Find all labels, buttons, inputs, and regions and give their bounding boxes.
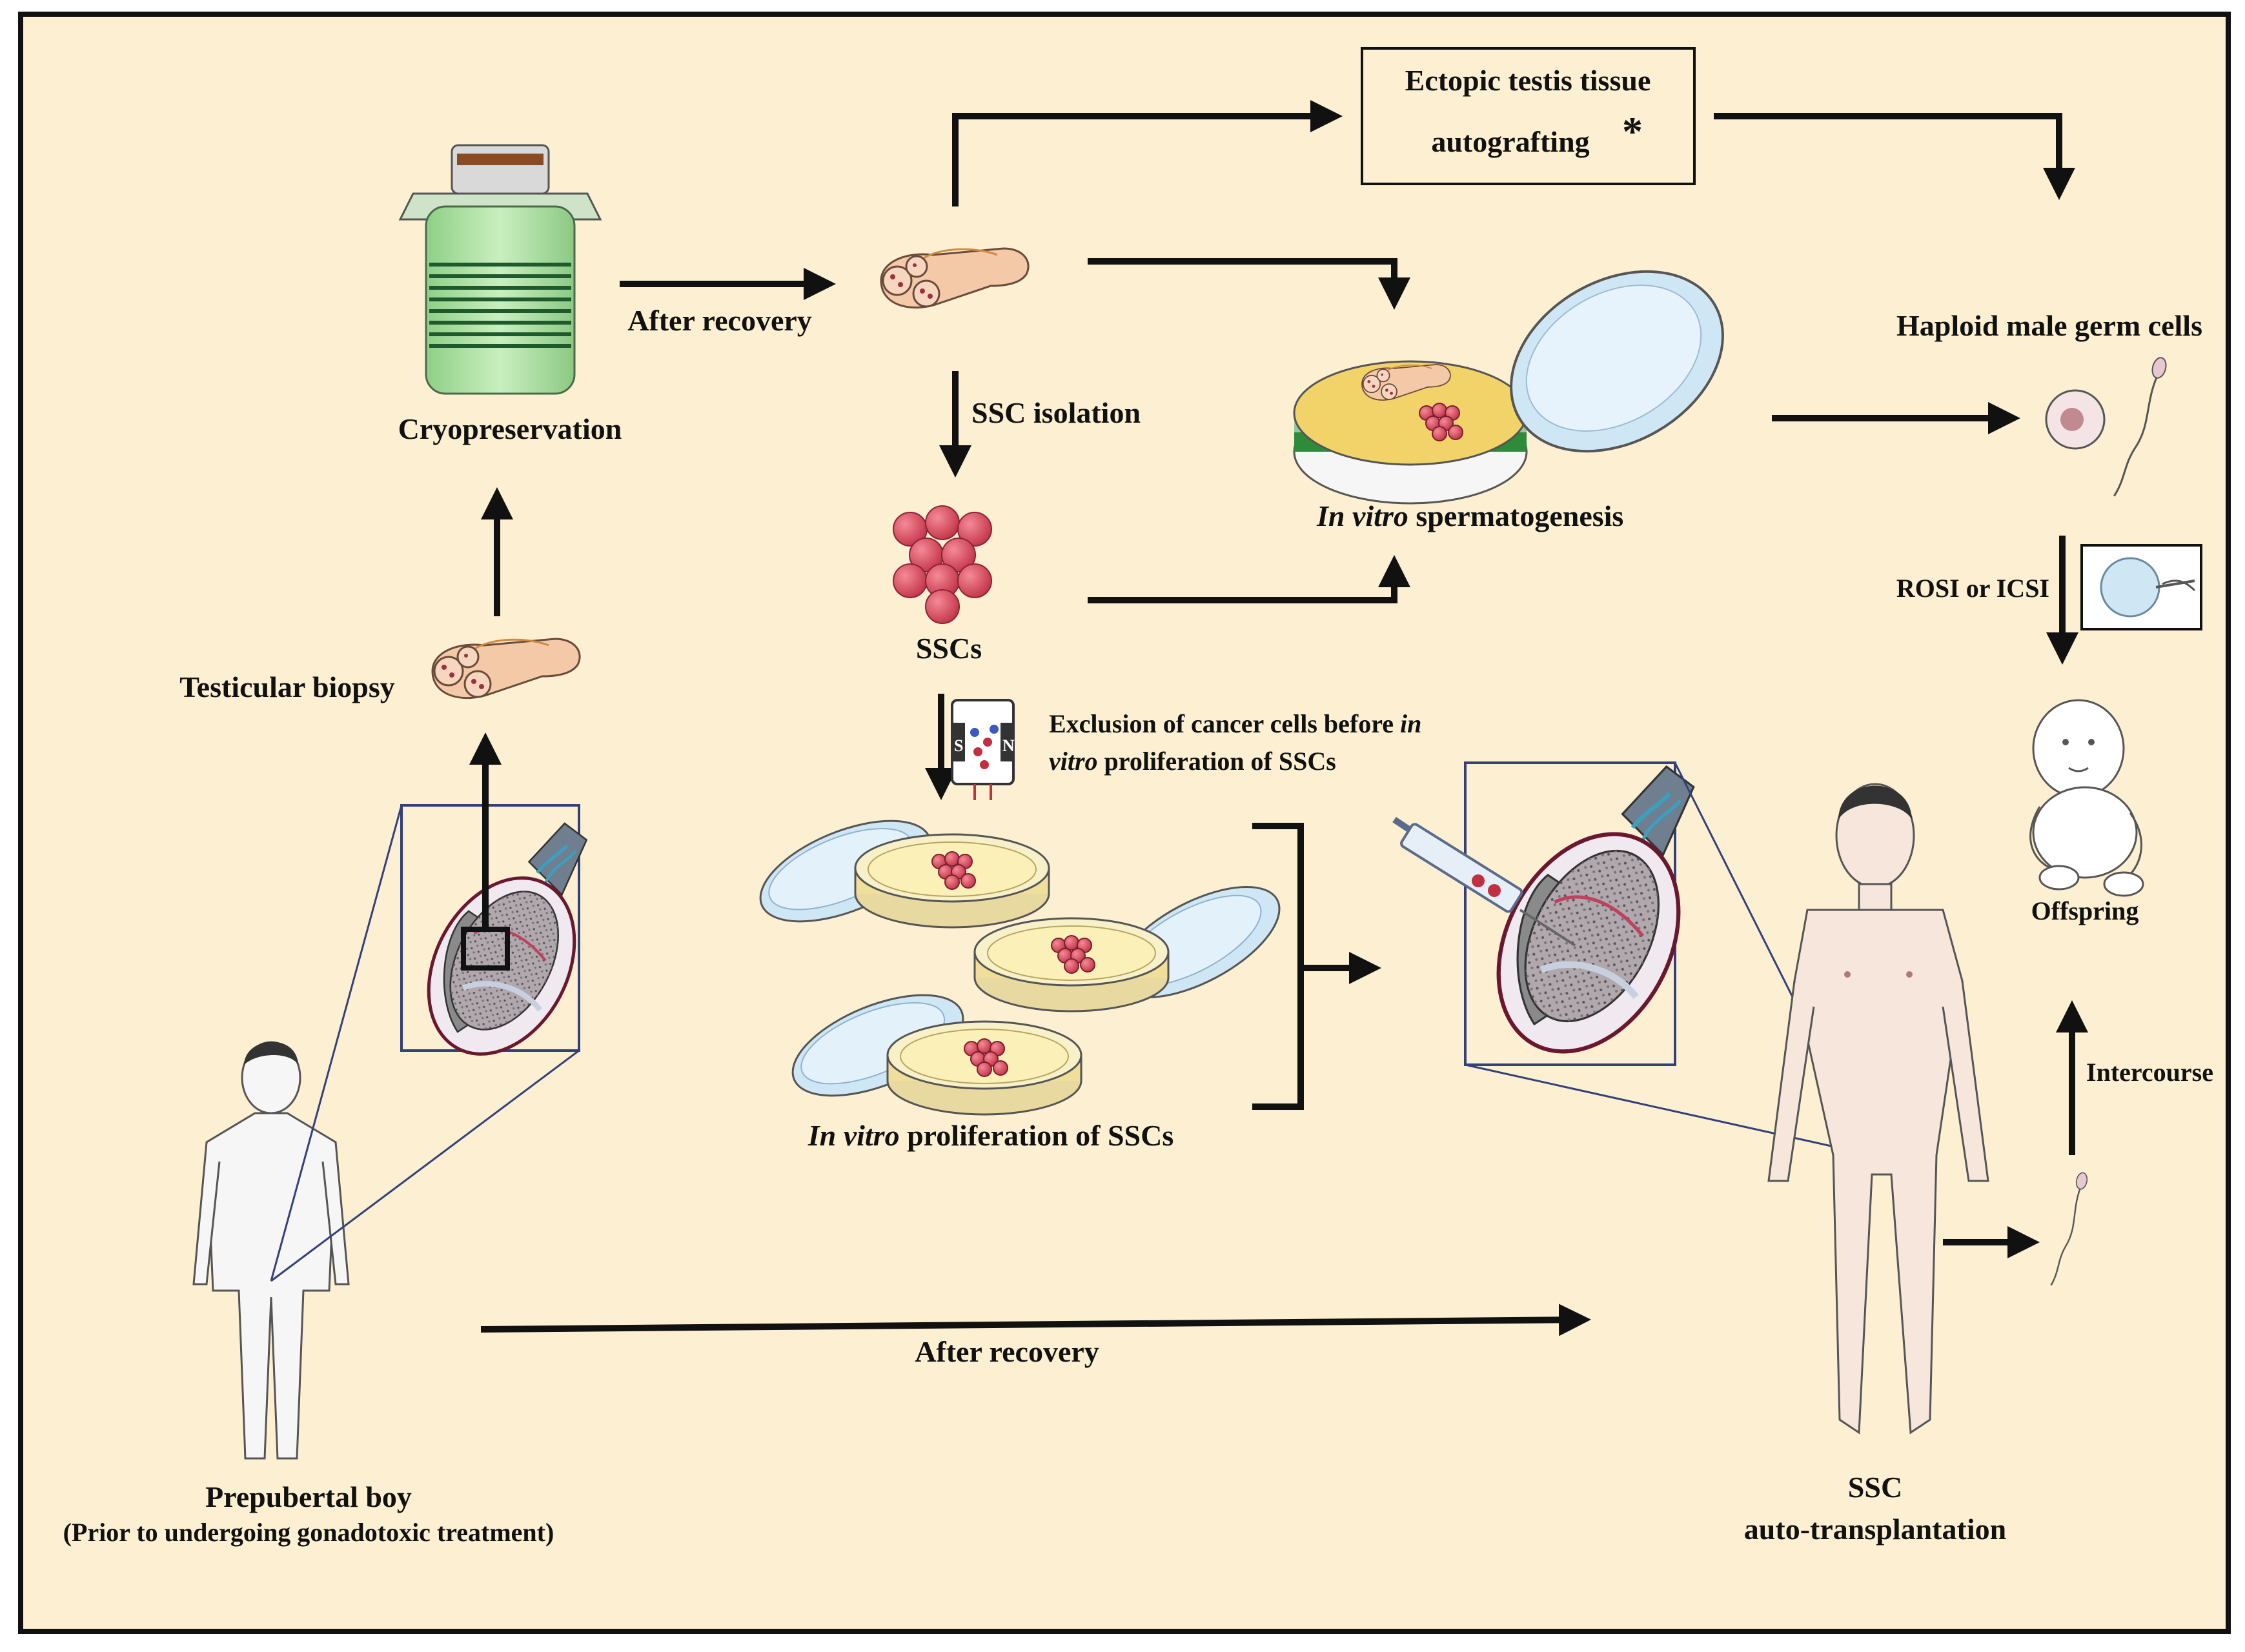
sscs-label: SSCs — [916, 632, 982, 665]
testicular-biopsy-label: Testicular biopsy — [179, 670, 395, 703]
cryopreservation-label: Cryopreservation — [398, 412, 622, 445]
tissue-to-ivs-arrow — [1088, 258, 1410, 310]
prepubertal-boy-icon — [192, 1041, 350, 1460]
boy-subtitle-label: (Prior to undergoing gonadotoxic treatme… — [63, 1518, 554, 1547]
ectopic-asterisk: * — [1622, 108, 1643, 154]
after-recovery-bottom-label: After recovery — [915, 1335, 1099, 1368]
magnet-n-label: N — [1002, 736, 1015, 755]
macs-column-icon — [951, 699, 1015, 800]
ivs-label: In vitro spermatogenesis — [1316, 499, 1623, 532]
icsi-injection-icon — [2080, 544, 2202, 630]
boy-title-label: Prepubertal boy — [205, 1480, 412, 1513]
adult-man-icon — [1767, 783, 1989, 1435]
exclusion-label-2: vitro proliferation of SSCs — [1049, 747, 1336, 776]
offspring-label: Offspring — [2031, 896, 2139, 925]
syringe-icon — [1392, 816, 1576, 947]
round-spermatid-icon — [2045, 389, 2106, 450]
magnet-s-label: S — [954, 736, 963, 755]
ectopic-to-haploid-arrow — [1714, 113, 2075, 200]
ssc-to-ivs-arrow — [1088, 555, 1410, 603]
cryo-dewar-icon — [398, 144, 602, 395]
ssc-auto-label-2: auto-transplantation — [1744, 1513, 2006, 1546]
rosi-icsi-label: ROSI or ICSI — [1896, 574, 2049, 603]
ectopic-box — [1361, 47, 1696, 185]
baby-icon — [2029, 699, 2144, 897]
boy-zoom-line-2 — [270, 1049, 580, 1282]
ssc-auto-label-1: SSC — [1848, 1471, 1902, 1504]
ssc-isolation-label: SSC isolation — [971, 396, 1141, 429]
to-ectopic-arrow — [952, 100, 1343, 206]
transplant-zoom-line-1 — [1465, 1063, 1873, 1156]
after-recovery-bottom-arrow — [480, 1304, 1591, 1336]
ectopic-label-1: Ectopic testis tissue — [1405, 64, 1651, 97]
intercourse-label: Intercourse — [2086, 1058, 2213, 1087]
haploid-label: Haploid male germ cells — [1896, 309, 2202, 342]
ectopic-label-2: autografting — [1431, 125, 1589, 158]
proliferation-label: In vitro proliferation of SSCs — [808, 1119, 1174, 1152]
after-recovery-top-label: After recovery — [627, 304, 812, 337]
boy-zoom-line-1 — [270, 805, 403, 1282]
ivs-petri-dish-icon — [1293, 270, 1724, 505]
exclusion-label-1: Exclusion of cancer cells before in — [1049, 709, 1421, 738]
